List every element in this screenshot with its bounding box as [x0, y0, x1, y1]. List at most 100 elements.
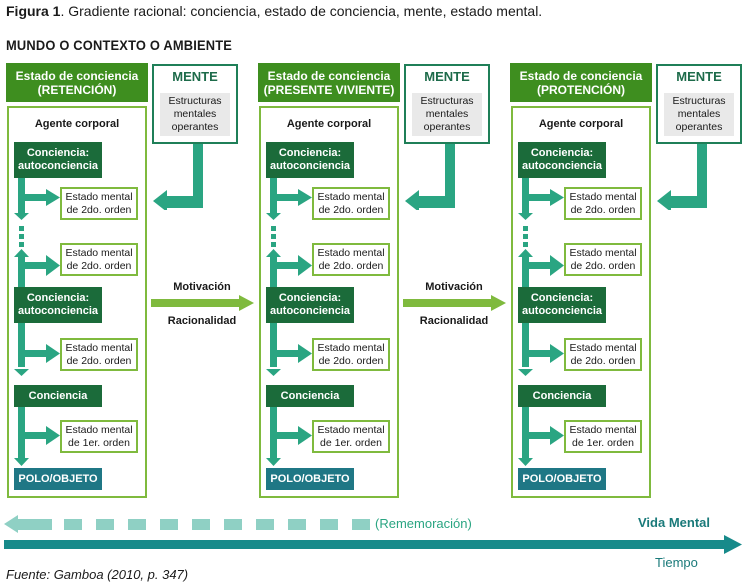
mente-box: MENTE Estructuras mentales operantes [656, 64, 742, 144]
estado-mental-2do-box: Estado mental de 2do. orden [312, 187, 390, 220]
tiempo-arrow [4, 535, 742, 554]
estado-mental-2do-box: Estado mental de 2do. orden [60, 338, 138, 371]
mente-desc-line3: operantes [423, 121, 471, 133]
racionalidad-label-2: Racionalidad [419, 315, 489, 327]
autoconciencia-line1: Conciencia: [278, 292, 342, 304]
agent-label: Agente corporal [538, 118, 624, 130]
mente-desc-line1: Estructuras [672, 95, 726, 107]
conciencia-box: Conciencia [14, 385, 102, 407]
estado-mental-line1: Estado mental [569, 423, 637, 436]
autoconciencia-line1: Conciencia: [26, 147, 90, 159]
estado-mental-line2: de 2do. orden [570, 203, 636, 216]
mente-desc-line2: mentales [425, 108, 469, 120]
mente-desc-line2: mentales [173, 108, 217, 120]
autoconciencia-box: Conciencia: autoconciencia [518, 142, 606, 178]
autoconciencia-line2: autoconciencia [521, 160, 603, 172]
estado-mental-2do-box: Estado mental de 2do. orden [564, 338, 642, 371]
source-note: Fuente: Gamboa (2010, p. 347) [6, 567, 189, 582]
estado-mental-line1: Estado mental [65, 246, 133, 259]
mente-description: Estructuras mentales operantes [412, 93, 482, 136]
estado-mental-line2: de 2do. orden [66, 259, 132, 272]
transition-arrow-1 [151, 295, 254, 311]
autoconciencia-box: Conciencia: autoconciencia [266, 142, 354, 178]
conciencia-label: Conciencia [280, 389, 340, 402]
autoconciencia-box: Conciencia: autoconciencia [266, 287, 354, 323]
estado-mental-line1: Estado mental [569, 246, 637, 259]
racionalidad-label-1: Racionalidad [167, 315, 237, 327]
state-header: Estado de conciencia (PROTENCIÓN) [510, 63, 652, 102]
conciencia-box: Conciencia [518, 385, 606, 407]
state-header-line2: (PRESENTE VIVIENTE) [263, 82, 395, 97]
autoconciencia-line2: autoconciencia [17, 305, 99, 317]
polo-objeto-box: POLO/OBJETO [518, 468, 606, 490]
vida-mental-label: Vida Mental [638, 515, 711, 530]
estado-mental-line1: Estado mental [65, 341, 133, 354]
tiempo-label: Tiempo [655, 555, 698, 570]
estado-mental-2do-box: Estado mental de 2do. orden [60, 243, 138, 276]
estado-mental-1er-box: Estado mental de 1er. orden [564, 420, 642, 453]
estado-mental-2do-box: Estado mental de 2do. orden [312, 338, 390, 371]
transition-arrow-2 [403, 295, 506, 311]
estado-mental-line1: Estado mental [65, 423, 133, 436]
mente-box: MENTE Estructuras mentales operantes [404, 64, 490, 144]
internal-arrows [518, 178, 564, 466]
estado-mental-line2: de 1er. orden [68, 436, 130, 449]
polo-objeto-label: POLO/OBJETO [522, 472, 602, 485]
conciencia-box: Conciencia [266, 385, 354, 407]
autoconciencia-line1: Conciencia: [530, 147, 594, 159]
figure-caption: Figura 1. Gradiente racional: conciencia… [6, 3, 542, 19]
autoconciencia-box: Conciencia: autoconciencia [14, 142, 102, 178]
state-header-line1: Estado de conciencia [267, 68, 391, 83]
mente-title: MENTE [676, 69, 722, 84]
polo-objeto-box: POLO/OBJETO [266, 468, 354, 490]
mente-desc-line2: mentales [677, 108, 721, 120]
estado-mental-2do-box: Estado mental de 2do. orden [312, 243, 390, 276]
estado-mental-2do-box: Estado mental de 2do. orden [564, 243, 642, 276]
internal-arrows [14, 178, 60, 466]
mente-description: Estructuras mentales operantes [664, 93, 734, 136]
rememoracion-label: (Rememoración) [375, 516, 472, 531]
mente-box: MENTE Estructuras mentales operantes [152, 64, 238, 144]
state-header: Estado de conciencia (PRESENTE VIVIENTE) [258, 63, 400, 102]
section-title: MUNDO O CONTEXTO O AMBIENTE [6, 37, 233, 53]
rememoracion-arrow [4, 515, 370, 533]
mente-title: MENTE [172, 69, 218, 84]
autoconciencia-line1: Conciencia: [278, 147, 342, 159]
mente-arrow [657, 144, 707, 210]
mente-desc-line1: Estructuras [168, 95, 222, 107]
polo-objeto-label: POLO/OBJETO [270, 472, 350, 485]
agent-label: Agente corporal [286, 118, 372, 130]
mente-arrow [153, 144, 203, 210]
estado-mental-line1: Estado mental [317, 423, 385, 436]
state-header-line1: Estado de conciencia [519, 68, 643, 83]
mente-arrow [405, 144, 455, 210]
state-header-line1: Estado de conciencia [15, 68, 139, 83]
conciencia-label: Conciencia [28, 389, 88, 402]
mente-desc-line1: Estructuras [420, 95, 474, 107]
estado-mental-line1: Estado mental [65, 190, 133, 203]
autoconciencia-line1: Conciencia: [530, 292, 594, 304]
motivacion-label-2: Motivación [425, 281, 483, 293]
motivacion-label-1: Motivación [173, 281, 231, 293]
estado-mental-line2: de 2do. orden [318, 203, 384, 216]
estado-mental-line2: de 1er. orden [320, 436, 382, 449]
autoconciencia-box: Conciencia: autoconciencia [14, 287, 102, 323]
estado-mental-2do-box: Estado mental de 2do. orden [60, 187, 138, 220]
agent-label: Agente corporal [34, 118, 120, 130]
mente-title: MENTE [424, 69, 470, 84]
state-header: Estado de conciencia (RETENCIÓN) [6, 63, 148, 102]
estado-mental-line2: de 2do. orden [570, 354, 636, 367]
mente-desc-line3: operantes [171, 121, 219, 133]
autoconciencia-line2: autoconciencia [17, 160, 99, 172]
autoconciencia-line1: Conciencia: [26, 292, 90, 304]
estado-mental-1er-box: Estado mental de 1er. orden [60, 420, 138, 453]
state-header-line2: (PROTENCIÓN) [537, 82, 625, 97]
estado-mental-1er-box: Estado mental de 1er. orden [312, 420, 390, 453]
autoconciencia-box: Conciencia: autoconciencia [518, 287, 606, 323]
mente-desc-line3: operantes [675, 121, 723, 133]
estado-mental-line1: Estado mental [569, 341, 637, 354]
estado-mental-line2: de 2do. orden [318, 259, 384, 272]
estado-mental-line2: de 2do. orden [66, 203, 132, 216]
estado-mental-line1: Estado mental [317, 246, 385, 259]
estado-mental-line2: de 1er. orden [572, 436, 634, 449]
